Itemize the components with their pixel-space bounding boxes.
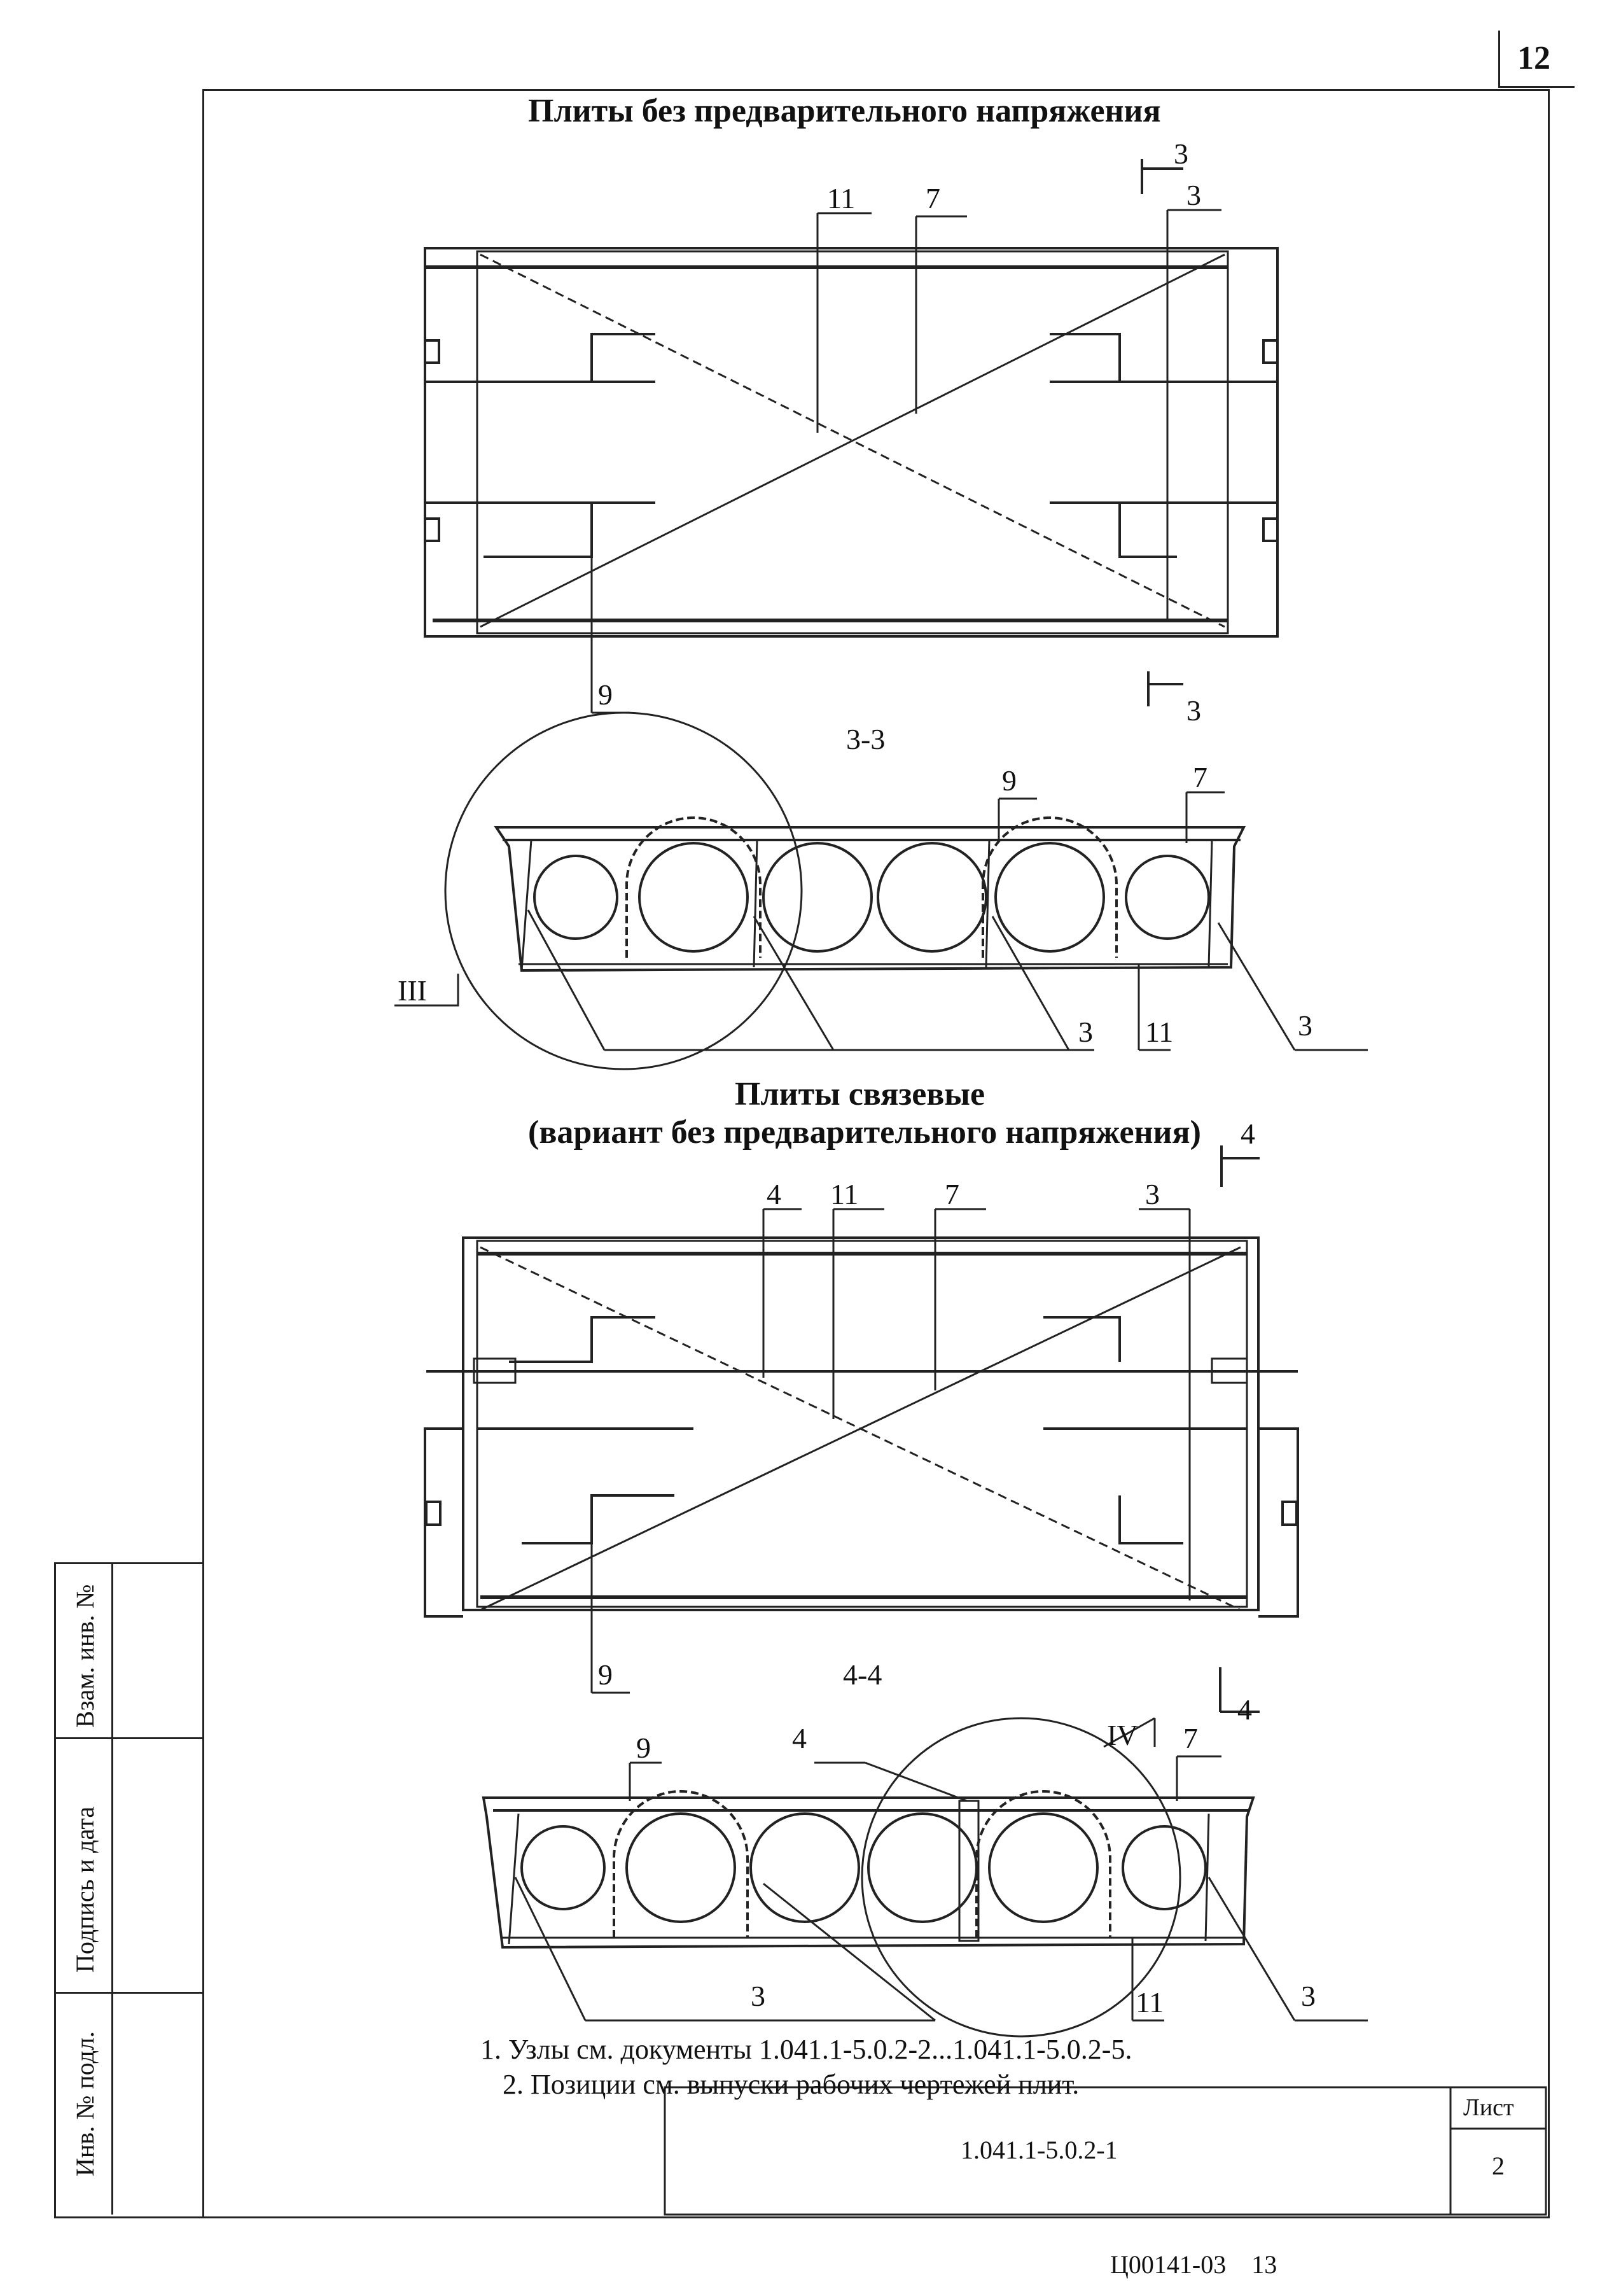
sec1-callout-3-right: 3 [1298,1009,1312,1042]
plan2-callout-4: 4 [767,1178,781,1210]
sec2-callout-3: 3 [751,1980,765,2012]
doc-code: 1.041.1-5.0.2-1 [961,2136,1118,2164]
plan1-callout-3-bottom: 3 [1186,694,1201,727]
plan1-callout-7: 7 [926,182,940,214]
mid-title-line1: Плиты связевые [735,1076,985,1112]
sec1-callout-9: 9 [1002,764,1017,797]
section-label-3-3: 3-3 [846,723,886,755]
section-label-4-4: 4-4 [843,1658,882,1691]
sec2-callout-4: 4 [792,1722,807,1754]
side-stamp-divider-v [111,1562,113,2215]
plan2-callout-11: 11 [830,1178,859,1210]
note-1: 1. Узлы см. документы 1.041.1-5.0.2-2...… [480,2034,1132,2065]
sheet-label: Лист [1463,2094,1514,2121]
side-stamp-divider-h2 [54,1992,202,1994]
sec2-callout-11: 11 [1136,1986,1164,2019]
plan2-callout-4-arrow: 4 [1241,1117,1255,1150]
footer-code: Ц00141-03 13 [1110,2250,1277,2279]
plan-slab-1 [424,159,1279,714]
side-stamp-column [54,1562,204,2218]
sec2-callout-3-right: 3 [1301,1980,1316,2012]
sec2-callout-9: 9 [636,1732,651,1764]
plan1-callout-3: 3 [1186,179,1201,211]
sheet-number: 2 [1492,2152,1505,2180]
plan1-callout-11: 11 [827,182,856,214]
mid-title-line2: (вариант без предварительного напряжения… [528,1114,1201,1151]
section-slab-1 [394,711,1368,1070]
plan2-callout-7: 7 [945,1178,959,1210]
section-slab-2 [482,1717,1368,2038]
side-stamp-divider-h1 [54,1737,202,1739]
sec1-callout-3: 3 [1078,1016,1093,1048]
drawing-frame [202,89,1550,2218]
page-number-underline [1498,86,1575,88]
node-III-label: III [398,974,427,1007]
plan-slab-2 [424,1145,1299,1713]
plan2-callout-4-bottom: 4 [1237,1693,1252,1726]
sec2-callout-7: 7 [1183,1722,1198,1754]
page-number: 12 [1517,40,1550,76]
plan1-callout-3-arrow: 3 [1174,137,1188,170]
note-2: 2. Позиции см. выпуски рабочих чертежей … [503,2069,1080,2100]
plan2-callout-3: 3 [1145,1178,1160,1210]
plan2-callout-9: 9 [598,1658,613,1691]
plan1-callout-9: 9 [598,678,613,711]
top-title: Плиты без предварительного напряжения [528,93,1161,129]
title-block [664,2086,1547,2216]
sec1-callout-7: 7 [1193,761,1207,794]
page-number-box [1498,31,1500,88]
sec1-callout-11: 11 [1145,1016,1174,1048]
node-IV-label: IV [1107,1719,1138,1751]
